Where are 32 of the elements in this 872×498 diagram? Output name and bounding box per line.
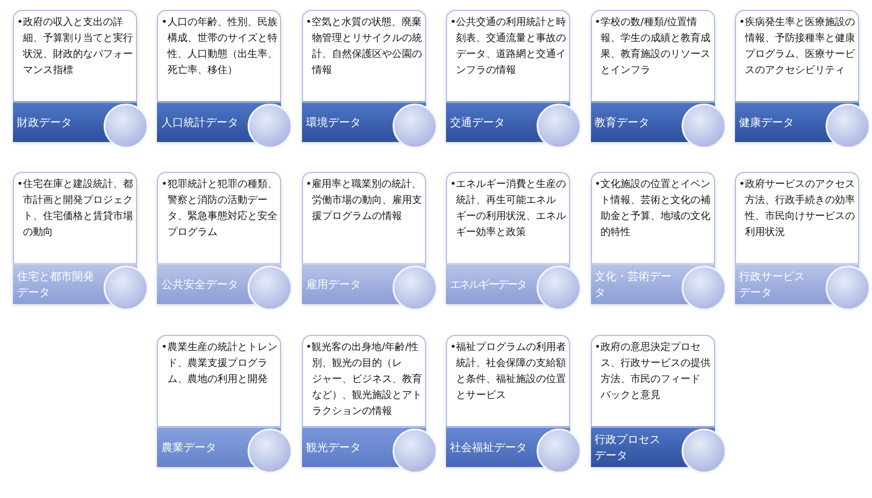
card-description: •空気と水質の状態、廃棄物管理とリサイクルの統計、自然保護区や公園の情報 (304, 16, 423, 78)
card-title: 農業データ (161, 440, 216, 456)
card-title: 人口統計データ (161, 114, 238, 130)
card-title: 雇用データ (306, 276, 361, 292)
card-title: 住宅と都市開発データ (17, 268, 95, 300)
card-description: •住宅在庫と建設統計、都市計画と開発プロジェクト、住宅価格と賃貸市場の動向 (16, 178, 134, 240)
card-title: 行政プロセスデータ (594, 432, 662, 464)
card-description: •政府サービスのアクセス方法、行政手続きの効率性、市民向けサービスの利用状況 (738, 178, 856, 240)
card-description: •政府の収入と支出の詳細、予算割り当てと実行状況、財政的なパフォーマンス指標 (16, 16, 134, 78)
card-title: 環境データ (306, 114, 361, 130)
card-description: •学校の数/種類/位置情報、学生の成績と教育成果、教育施設のリソースとインフラ (594, 16, 712, 78)
card-title: 健康データ (739, 114, 794, 130)
card-description: •公共交通の利用統計と時刻表、交通流量と事故のデータ、道路網と交通インフラの情報 (449, 16, 568, 78)
card-title: エネルギーデータ (450, 276, 526, 292)
card-description: •文化施設の位置とイベント情報、芸術と文化の補助金と予算、地域の文化的特性 (594, 178, 712, 240)
card-description: •人口の年齢、性別、民族構成、世帯のサイズと特性、人口動態（出生率、死亡率、移住） (160, 16, 278, 78)
card-description: •エネルギー消費と生産の統計、再生可能エネルギーの利用状況、エネルギー効率と政策 (449, 178, 568, 240)
card-description: •観光客の出身地/年齢/性別、観光の目的（レジャー、ビジネス、教育など）、観光施設とアトラクションの情報 (304, 340, 423, 419)
card-title: 社会福祉データ (450, 440, 528, 456)
card-title: 公共安全データ (161, 276, 238, 292)
card-description: •政府の意思決定プロセス、行政サービスの提供方法、市民のフィードバックと意見 (594, 340, 712, 403)
card-title: 観光データ (306, 440, 361, 456)
card-title: 文化・芸術データ (594, 268, 673, 300)
card-title: 財政データ (17, 114, 72, 130)
card-description: •疾病発生率と医療施設の情報、予防接種率と健康プログラム、医療サービスのアクセシビリティ (738, 16, 856, 78)
card-title: 交通データ (450, 114, 506, 130)
card-title: 行政サービスデータ (739, 268, 806, 300)
card-description: •農業生産の統計とトレンド、農業支援プログラム、農地の利用と開発 (160, 340, 278, 387)
card-description: •雇用率と職業別の統計、労働市場の動向、雇用支援プログラムの情報 (304, 178, 423, 224)
card-description: •犯罪統計と犯罪の種類、警察と消防の活動データ、緊急事態対応と安全プログラム (160, 178, 278, 240)
card-description: •福祉プログラムの利用者統計、社会保障の支給額と条件、福祉施設の位置とサービス (449, 340, 568, 403)
card-title: 教育データ (594, 114, 650, 130)
